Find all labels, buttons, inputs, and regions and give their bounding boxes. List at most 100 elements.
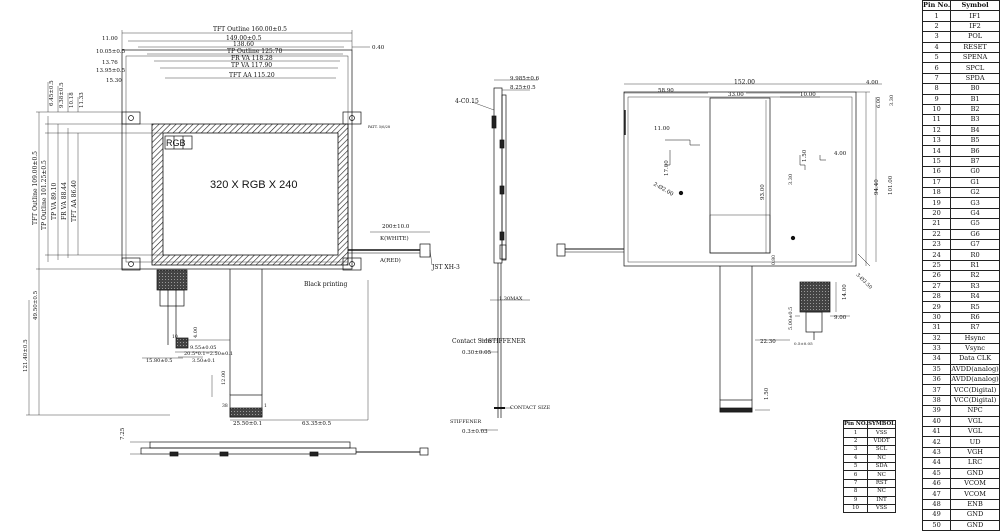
back-view [556, 83, 882, 413]
pin-symbol-cell: VCC(Digital) [950, 394, 1000, 407]
dim-330: 3.30 [788, 174, 794, 185]
pin-number-cell: 8 [842, 487, 869, 497]
back-stiffener [799, 281, 831, 313]
pin-1-label: 1 [264, 403, 267, 409]
dim-080: 0.80 [771, 255, 777, 265]
pin-number-cell: 3 [842, 445, 869, 455]
pin-symbol-cell: VGL [950, 425, 1000, 438]
pin-symbol-cell: NC [867, 470, 896, 480]
pin-symbol-cell: GND [950, 509, 1000, 521]
pin-symbol-cell: IF1 [950, 10, 1000, 22]
stiffener-bottom-label: STIFFENER [450, 419, 481, 425]
pin-number-cell: 7 [921, 72, 952, 85]
pin-symbol-cell: ENB [950, 498, 1000, 511]
rgb-label: RGB [166, 138, 186, 148]
fpc-ic [159, 289, 185, 307]
dim-back-400b: 4.00 [834, 151, 847, 157]
pin-number-cell: 26 [921, 270, 952, 282]
pin-number-cell: 27 [921, 280, 952, 292]
pin-symbol-cell: G4 [950, 207, 1000, 220]
pin-number-cell: 18 [921, 187, 952, 199]
dim-tft-outline-h: TFT Outline 109.00±0.5 [32, 151, 39, 225]
pin-number-cell: 6 [842, 470, 869, 480]
dim-2050: 20.5*0.1=2.50±0.1 [184, 351, 233, 357]
pin-number-cell: 44 [921, 457, 952, 469]
pin-number-cell: 46 [921, 477, 952, 490]
jst-connector [419, 243, 431, 258]
dim-725: 7.25 [120, 427, 126, 440]
dim-4950: 49.50±0.5 [33, 290, 39, 320]
dim-955: 9.55±0.05 [190, 345, 216, 351]
pin-symbol-cell: G0 [950, 166, 1000, 178]
pin-header-no: Pin No. [921, 0, 952, 12]
ctp-connector [175, 337, 189, 349]
pin-number-cell: 16 [921, 166, 952, 178]
dim-1580: 15.80±0.5 [146, 358, 172, 364]
pin-number-cell: 15 [921, 155, 952, 168]
ctp-header-pin: Pin NO. [842, 419, 869, 430]
dim-1400: 14.00 [842, 284, 848, 300]
pin-symbol-cell: R7 [950, 322, 1000, 334]
dim-tp-outline-h: TP Outline 101.25±0.5 [41, 160, 48, 230]
pin-symbol-cell: B3 [950, 114, 1000, 126]
dim-10100: 101.00 [888, 175, 894, 195]
dim-330b: 3.30 [889, 95, 895, 106]
pin-symbol-cell: VGL [950, 415, 1000, 428]
pin-number-cell: 39 [921, 405, 952, 417]
pin-number-cell: 23 [921, 238, 952, 251]
pin-symbol-cell: R3 [950, 280, 1000, 292]
pin-symbol-cell: B1 [950, 93, 1000, 105]
pin-number-cell: 8 [921, 83, 952, 95]
pin-number-cell: 29 [921, 301, 952, 313]
dim-1700: 17.00 [664, 160, 670, 176]
pin-number-cell: 1 [921, 10, 952, 22]
dim-left-11: 11.00 [102, 36, 118, 42]
pin-number-cell: 20 [921, 207, 952, 220]
side-backlight [501, 94, 507, 261]
pin-symbol-cell: R6 [950, 311, 1000, 324]
mount-hole [349, 115, 355, 121]
black-printing-label: Black printing [304, 281, 347, 288]
pin-number-cell: 4 [921, 41, 952, 53]
pin-number-cell: 2 [921, 20, 952, 33]
dim-03: 0.3±0.03 [462, 429, 488, 435]
stiffener-top-label: STIFFENER [488, 338, 526, 345]
dim-13860: 138.60 [233, 41, 254, 48]
pin-symbol-cell: VCOM [950, 488, 1000, 500]
fpc-contact [229, 407, 263, 418]
pin-number-cell: 7 [842, 478, 869, 489]
pin-symbol-cell: B2 [950, 103, 1000, 116]
dim-350: 3.50±0.1 [192, 358, 215, 364]
